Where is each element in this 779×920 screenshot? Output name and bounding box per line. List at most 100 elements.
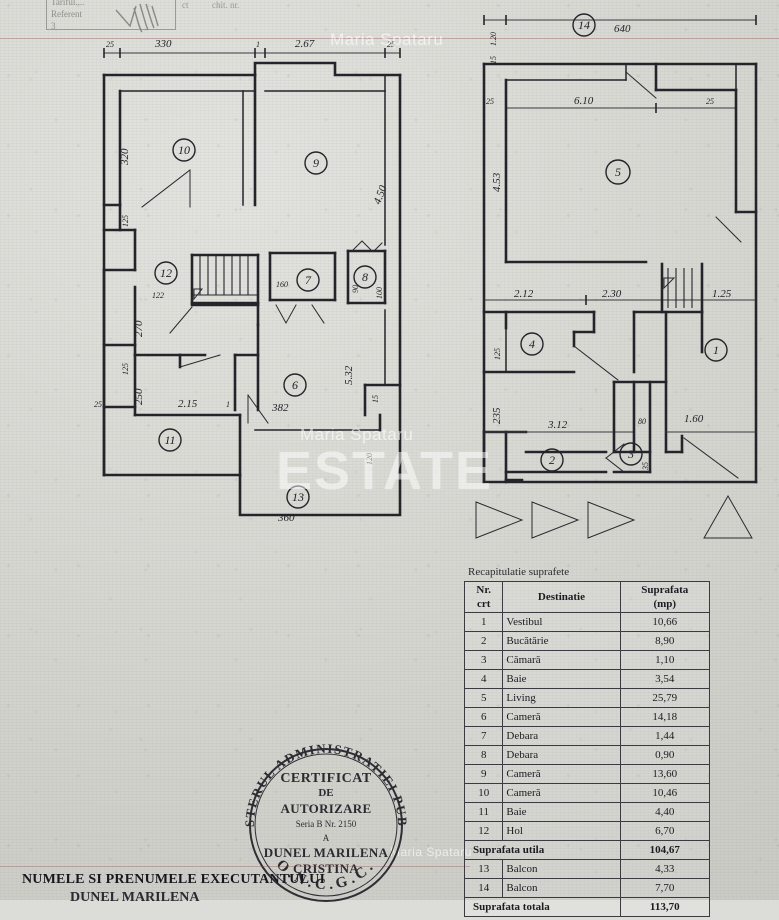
room-marker-9: [304, 151, 328, 175]
cell-suprafata: 0,90: [619, 745, 711, 765]
dim-80: 80: [638, 417, 646, 426]
room-marker-10: [172, 138, 196, 162]
footer-divider: [0, 866, 470, 867]
cell-destinatie: Cameră: [502, 783, 621, 803]
cell-nr: 9: [463, 764, 504, 784]
room-number-3: 3: [627, 447, 634, 461]
room-marker-5: [605, 159, 631, 185]
floor-plan-left: 25 330 1 2.67 25 320 125 270 125 250 25 …: [94, 38, 402, 524]
room-number-13: 13: [292, 490, 304, 504]
dim-360-r13: 360: [277, 512, 295, 524]
room-number-5: 5: [615, 165, 621, 179]
room-number-2: 2: [549, 453, 555, 467]
room-marker-4: [520, 332, 544, 356]
cell-destinatie: Debara: [502, 745, 621, 765]
cell-destinatie: Cameră: [502, 707, 621, 727]
cell-suprafata: 13,60: [619, 764, 711, 784]
cell-totala-value: 113,70: [619, 897, 711, 917]
dim-25-left-r: 25: [486, 97, 494, 106]
cell-suprafata: 4,40: [619, 802, 711, 822]
dim-160-r7: 160: [276, 280, 288, 289]
cell-nr: 2: [463, 631, 504, 651]
cell-nr: 8: [463, 745, 504, 765]
dim-267: 2.67: [295, 38, 315, 50]
dim-212: 2.12: [514, 288, 534, 300]
cell-nr: 6: [463, 707, 504, 727]
cell-totala-label: Suprafata totala: [464, 897, 621, 917]
room-number-6: 6: [292, 378, 298, 392]
dim-5325: 5.32: [343, 365, 355, 385]
dim-left-25: 25: [106, 40, 114, 49]
dim-235: 235: [491, 407, 503, 424]
dim-100-r8: 100: [375, 287, 384, 299]
cell-destinatie: Balcon: [502, 859, 621, 879]
dim-125-right: 1.25: [712, 288, 732, 300]
referent-value: 3: [51, 21, 56, 31]
cell-utila-label: Suprafata utila: [464, 840, 621, 860]
floor-plan-right: 14 640 1.20 15 25 6.10 25 4.53 5 2.12 2.…: [475, 13, 758, 539]
dim-25-right-r: 25: [706, 97, 714, 106]
dim-453: 4.53: [491, 172, 503, 192]
cell-destinatie: Balcon: [502, 878, 621, 898]
table-caption: Recapitulatie suprafete: [468, 566, 570, 578]
cell-suprafata: 8,90: [619, 631, 711, 651]
room-number-10: 10: [178, 143, 190, 157]
orientation-triangle-1: [475, 501, 524, 539]
room-marker-3: [619, 442, 643, 466]
room-number-4: 4: [529, 337, 535, 351]
dim-125-r4: 125: [493, 348, 502, 360]
room-marker-7: [296, 268, 320, 292]
dim-15-r14: 15: [489, 56, 498, 64]
cell-nr: 3: [463, 650, 504, 670]
cell-nr: 14: [463, 878, 504, 898]
dim-382-r6: 382: [271, 402, 289, 414]
orientation-triangle-filled: [703, 494, 753, 539]
dim-25-left: 25: [94, 400, 102, 409]
executant-label: NUMELE SI PRENUMELE EXECUTANTULUI: [22, 872, 326, 887]
room-marker-1: [704, 338, 728, 362]
dim-125b: 125: [121, 363, 130, 375]
dim-160-right: 1.60: [684, 413, 704, 425]
cell-nr: 13: [463, 859, 504, 879]
header-lei-label: ct: [182, 0, 189, 10]
room-marker-12: [154, 261, 178, 285]
room-number-11: 11: [164, 433, 175, 447]
room-marker-8: [353, 265, 377, 289]
cell-suprafata: 1,10: [619, 650, 711, 670]
cell-destinatie: Baie: [502, 669, 621, 689]
dim-610: 6.10: [574, 95, 594, 107]
cell-destinatie: Bucătărie: [502, 631, 621, 651]
dim-right-25: 25: [387, 40, 395, 49]
dim-3125: 3.12: [547, 419, 568, 431]
cell-suprafata: 1,44: [619, 726, 711, 746]
dim-640: 640: [614, 23, 631, 35]
dim-250: 250: [133, 388, 145, 405]
dim-120-r14: 1.20: [489, 32, 498, 46]
cell-nr: 11: [463, 802, 504, 822]
header-stamp-box: Tariful.... Referent 3: [46, 0, 176, 31]
room-marker-6: [283, 373, 307, 397]
executant-name: DUNEL MARILENA: [70, 890, 200, 905]
header-suprafata: Suprafata(mp): [619, 581, 711, 613]
cell-destinatie: Baie: [502, 802, 621, 822]
dim-125a: 125: [121, 215, 130, 227]
room-number-14: 14: [578, 18, 590, 32]
referent-label: Referent: [51, 9, 82, 19]
cell-nr: 12: [463, 821, 504, 841]
header-divider: [0, 38, 779, 39]
